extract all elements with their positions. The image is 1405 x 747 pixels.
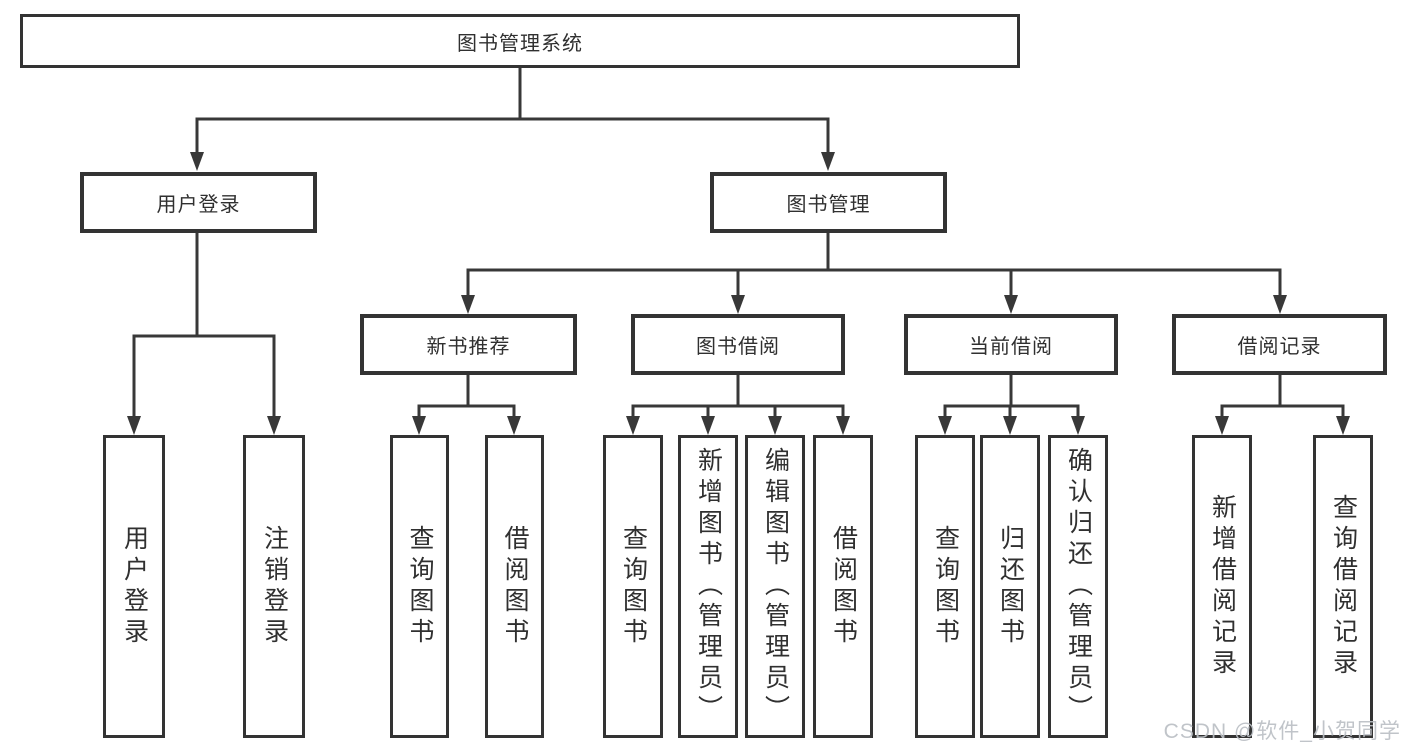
leaf-query-books-recommend: 查询图书	[390, 435, 449, 738]
connector-borrow-records-to-leaves	[1220, 371, 1345, 422]
node-library-management-system: 图书管理系统	[20, 14, 1020, 68]
node-borrow-records: 借阅记录	[1172, 314, 1387, 375]
node-current-borrow: 当前借阅	[904, 314, 1118, 375]
leaf-query-books-current: 查询图书	[915, 435, 975, 738]
leaf-return-books: 归还图书	[980, 435, 1040, 738]
connector-new-book-recommend-to-leaves	[417, 371, 516, 422]
connector-book-management-to-level3	[466, 228, 1282, 301]
node-book-management: 图书管理	[710, 172, 947, 233]
leaf-borrow-books: 借阅图书	[813, 435, 873, 738]
leaf-query-books-borrow: 查询图书	[603, 435, 663, 738]
connector-book-borrow-to-leaves	[631, 371, 845, 422]
connector-root-to-level2	[195, 63, 830, 158]
leaf-add-borrow-record: 新增借阅记录	[1192, 435, 1252, 738]
node-user-login: 用户登录	[80, 172, 317, 233]
leaf-confirm-return-admin: 确认归还（管理员）	[1048, 435, 1108, 738]
connector-user-login-to-leaves	[132, 228, 276, 422]
leaf-query-borrow-record: 查询借阅记录	[1313, 435, 1373, 738]
leaf-logout: 注销登录	[243, 435, 305, 738]
node-new-book-recommend: 新书推荐	[360, 314, 577, 375]
leaf-borrow-books-recommend: 借阅图书	[485, 435, 544, 738]
leaf-edit-books-admin: 编辑图书（管理员）	[745, 435, 805, 738]
csdn-watermark: CSDN @软件_小贺同学	[1163, 720, 1401, 743]
node-book-borrow: 图书借阅	[631, 314, 845, 375]
leaf-user-login: 用户登录	[103, 435, 165, 738]
connector-current-borrow-to-leaves	[943, 371, 1080, 422]
leaf-add-books-admin: 新增图书（管理员）	[678, 435, 738, 738]
